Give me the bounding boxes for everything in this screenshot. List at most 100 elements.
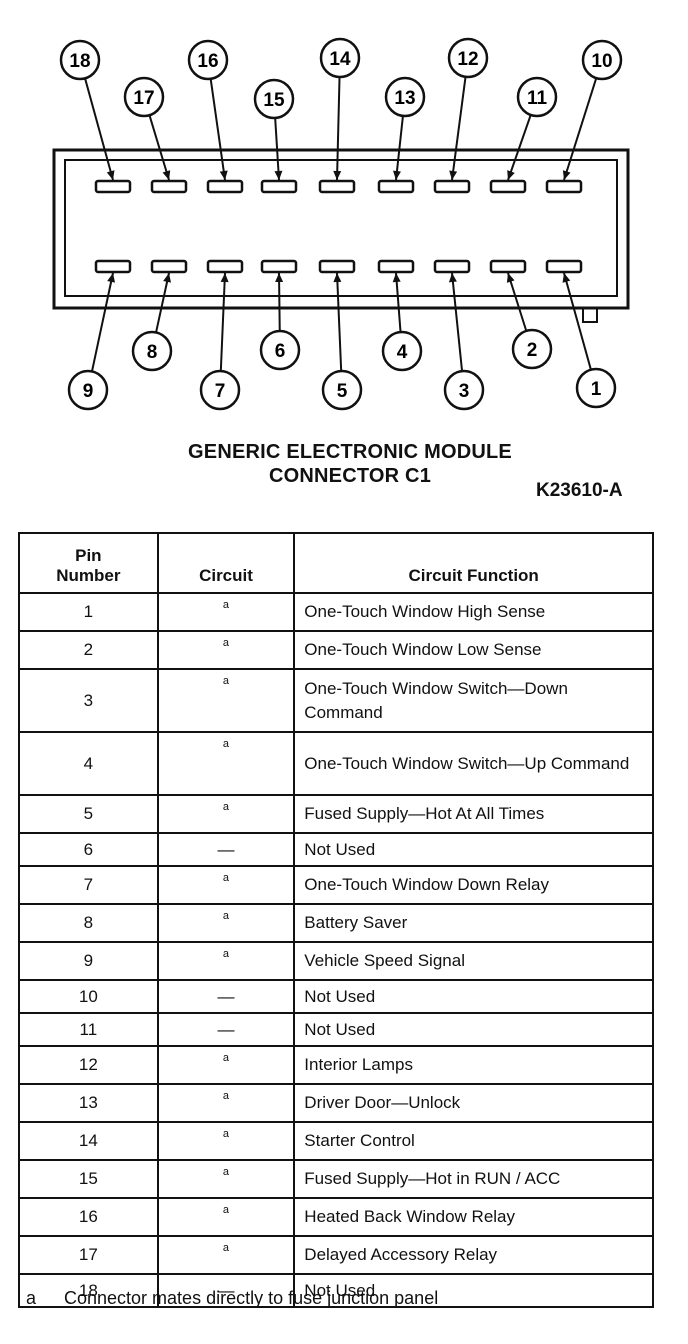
leader-arrow-7 (220, 273, 229, 283)
pin-slot-11 (489, 179, 527, 194)
pin-callout-label-17: 17 (133, 88, 154, 109)
leader-line-2 (507, 272, 528, 332)
pin-number-cell: 16 (18, 1197, 159, 1237)
pin-number-header: Pin Number (18, 532, 159, 594)
pin-header-line1: Pin (75, 546, 102, 565)
pin-number-cell: 7 (18, 865, 159, 905)
pin-callout-label-6: 6 (275, 341, 286, 362)
leader-line-10 (563, 77, 598, 181)
pin-number-cell: 14 (18, 1121, 159, 1161)
pin-callout-circle-2 (511, 328, 553, 370)
leader-line-6 (278, 272, 281, 332)
leader-arrow-1 (562, 273, 571, 283)
table-row: 10—Not Used (18, 979, 654, 1014)
leader-line-13 (395, 115, 404, 181)
circuit-function-header: Circuit Function (293, 532, 654, 594)
circuit-header: Circuit (156, 532, 296, 594)
circuit-function-cell: Heated Back Window Relay (293, 1197, 654, 1237)
circuit-cell: a (156, 592, 296, 632)
pin-slot-9 (94, 259, 132, 274)
circuit-function-cell: Not Used (293, 979, 654, 1014)
pin-callout-label-16: 16 (197, 51, 218, 72)
leader-line-1 (563, 272, 592, 370)
pin-slot-10 (545, 179, 583, 194)
pin-number-cell: 13 (18, 1083, 159, 1123)
pin-slot-4 (377, 259, 415, 274)
leader-arrow-12 (449, 170, 458, 180)
pin-slot-8 (150, 259, 188, 274)
pin-callout-label-10: 10 (591, 51, 612, 72)
pin-callout-circle-17 (123, 76, 165, 118)
pin-callout-circle-16 (187, 39, 229, 81)
pin-number-cell: 10 (18, 979, 159, 1014)
pin-callout-circle-14 (319, 37, 361, 79)
leader-line-3 (451, 272, 464, 372)
pin-callout-label-2: 2 (527, 340, 538, 361)
pin-callout-label-14: 14 (329, 49, 351, 70)
pin-callout-circle-12 (447, 37, 489, 79)
pin-callout-label-15: 15 (263, 90, 285, 111)
footnote-text: Connector mates directly to fuse junctio… (64, 1288, 439, 1308)
circuit-cell: a (156, 941, 296, 981)
leader-arrow-2 (506, 273, 515, 283)
pin-number-cell: 5 (18, 794, 159, 834)
pin-callout-label-3: 3 (459, 381, 470, 402)
pin-callout-label-8: 8 (147, 342, 158, 363)
footnote-mark: a (26, 1288, 37, 1308)
pin-slot-18 (94, 179, 132, 194)
pin-callout-circle-10 (581, 39, 623, 81)
circuit-function-cell: Not Used (293, 832, 654, 867)
pin-number-cell: 11 (18, 1012, 159, 1047)
pin-number-cell: 6 (18, 832, 159, 867)
pin-number-cell: 9 (18, 941, 159, 981)
pin-slot-5 (318, 259, 356, 274)
pin-callout-circle-4 (381, 330, 423, 372)
connector-key-tab (582, 307, 598, 323)
pin-slot-1 (545, 259, 583, 274)
leader-line-18 (84, 78, 114, 181)
pin-callout-label-11: 11 (527, 88, 548, 109)
circuit-cell: a (156, 794, 296, 834)
pin-number-cell: 15 (18, 1159, 159, 1199)
pin-callout-label-9: 9 (83, 381, 94, 402)
circuit-cell: a (156, 865, 296, 905)
leader-line-16 (209, 78, 226, 181)
circuit-function-cell: Fused Supply—Hot At All Times (293, 794, 654, 834)
leader-line-4 (395, 272, 402, 333)
circuit-cell: a (156, 630, 296, 670)
table-row: 6—Not Used (18, 832, 654, 867)
leader-line-11 (507, 114, 532, 181)
circuit-cell: a (156, 1083, 296, 1123)
pin-slot-14 (318, 179, 356, 194)
leader-arrow-16 (219, 170, 228, 180)
leader-arrow-11 (507, 170, 515, 180)
pin-number-cell: 3 (18, 668, 159, 733)
connector-inner (64, 159, 618, 297)
circuit-function-cell: Not Used (293, 1012, 654, 1047)
pin-slot-12 (433, 179, 471, 194)
circuit-function-cell: Battery Saver (293, 903, 654, 943)
circuit-cell: — (156, 1012, 296, 1047)
pin-callout-circle-15 (253, 78, 295, 120)
leader-line-5 (336, 272, 343, 372)
pin-number-cell: 17 (18, 1235, 159, 1275)
diagram-title-line2: CONNECTOR C1 (268, 465, 432, 487)
circuit-function-cell: Starter Control (293, 1121, 654, 1161)
circuit-cell: — (156, 979, 296, 1014)
circuit-function-cell: One-Touch Window Switch—Down Command (293, 668, 654, 733)
pin-number-cell: 4 (18, 731, 159, 796)
leader-arrow-5 (333, 273, 342, 283)
circuit-cell: — (156, 832, 296, 867)
leader-arrow-14 (333, 170, 342, 180)
pin-callout-circle-8 (131, 330, 173, 372)
leader-arrow-13 (392, 170, 401, 180)
leader-line-12 (451, 76, 467, 181)
